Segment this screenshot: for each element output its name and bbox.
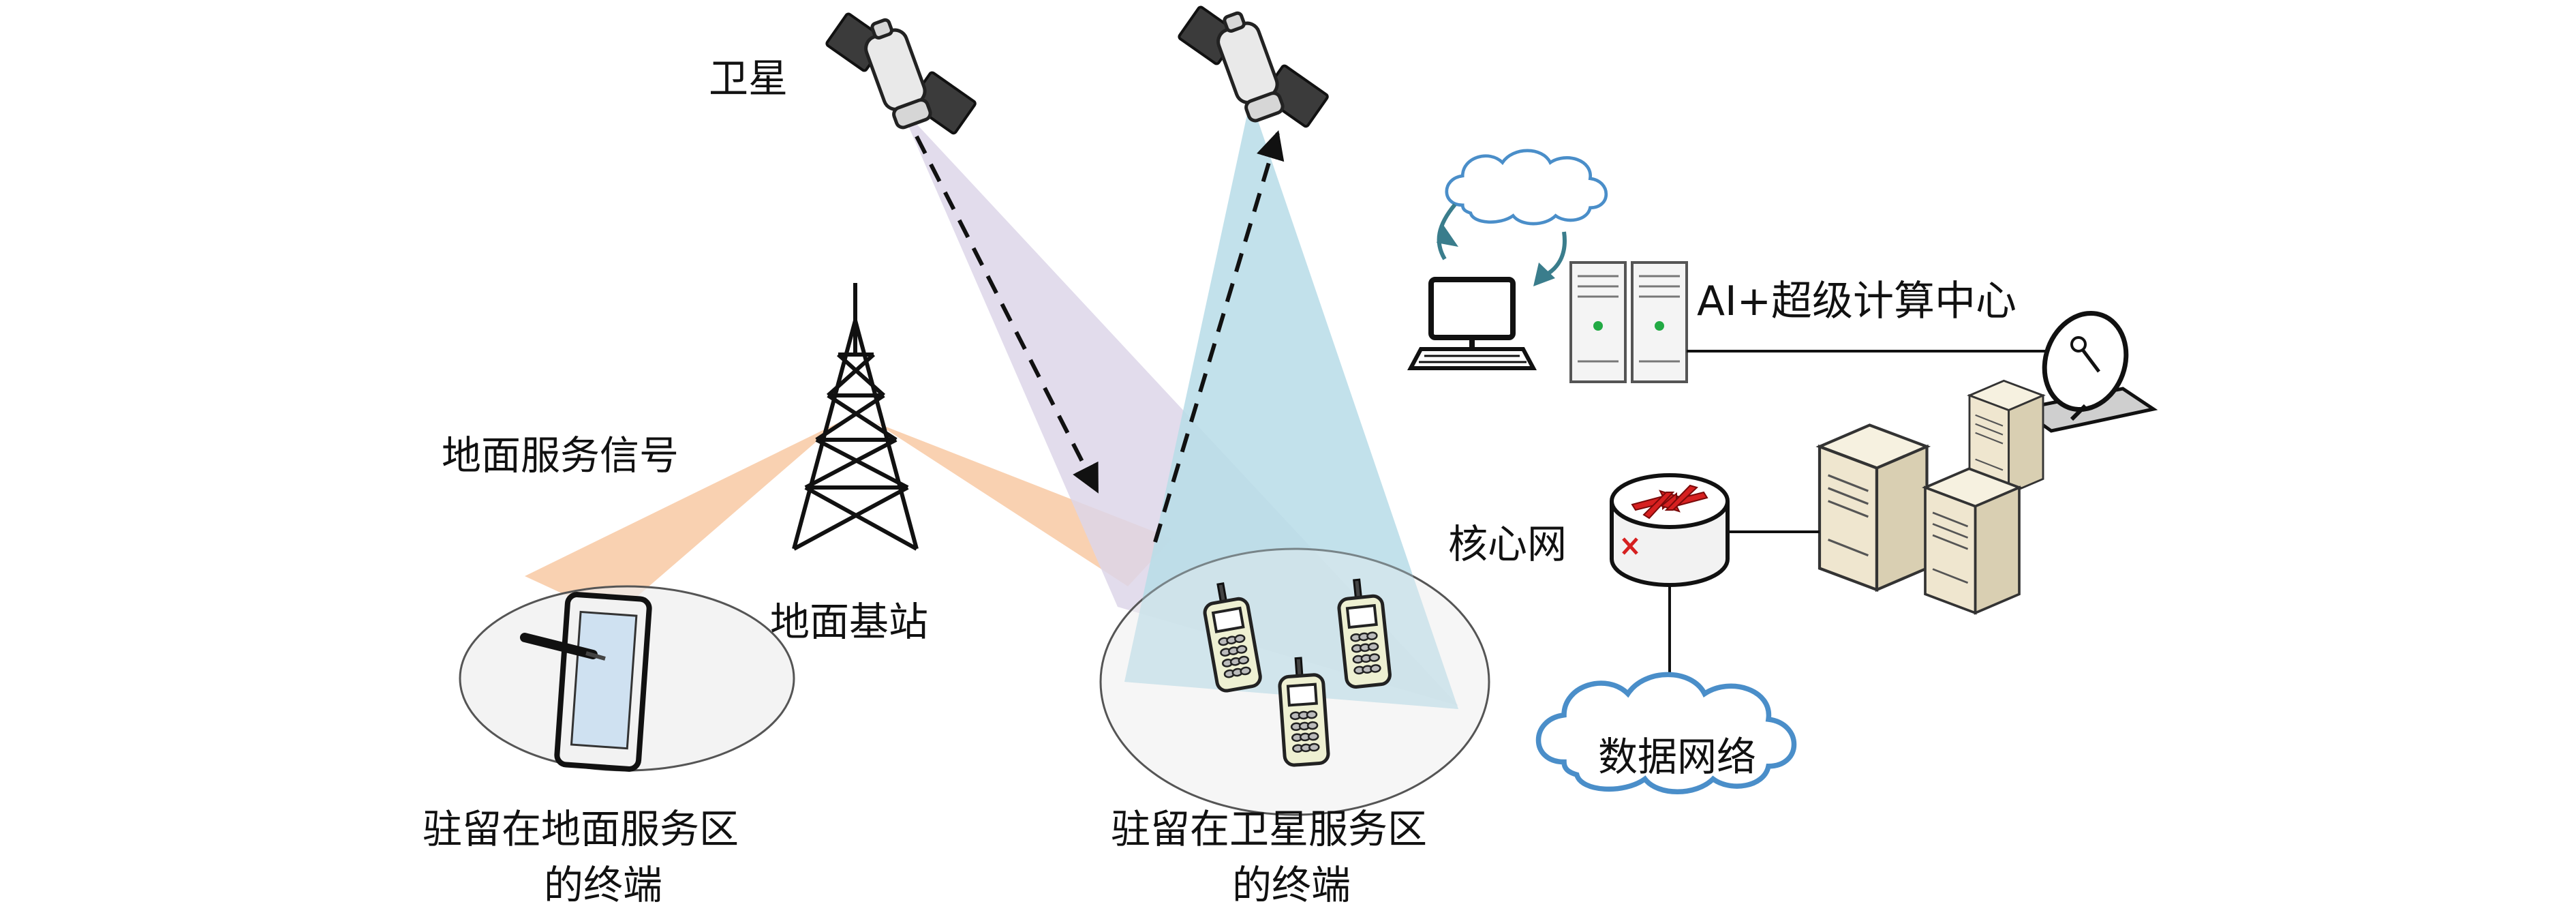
satellite-dish-icon: [2016, 310, 2158, 433]
uplink-arrow: [1153, 130, 1285, 543]
downlink-arrow: [915, 135, 1099, 494]
ground-beam-left: [525, 423, 838, 617]
server-icon: [1924, 467, 2021, 614]
base-station-tower-icon: [792, 283, 919, 551]
sat-area-label-line1: 驻留在卫星服务区: [1111, 806, 1427, 852]
server-rack-icon: [1569, 261, 1688, 383]
tablet-icon: [520, 592, 652, 772]
satellite-beam-blue: [1124, 99, 1458, 709]
ground-signal-label: 地面服务信号: [442, 432, 679, 479]
server-icon: [1820, 425, 1927, 590]
ground-area-label-line2: 的终端: [544, 862, 662, 908]
computer-monitor-icon: [1407, 277, 1537, 370]
ground-area-label-line1: 驻留在地面服务区: [423, 806, 739, 852]
satellite-icon: [1178, 6, 1329, 127]
data-network-label: 数据网络: [1598, 734, 1756, 780]
satellite-icon: [826, 13, 977, 134]
sync-arrow-icon: [1437, 203, 1457, 260]
core-network-label: 核心网: [1448, 521, 1567, 567]
sat-area-label-line2: 的终端: [1232, 862, 1351, 908]
ai-center-label: AI+超级计算中心: [1697, 278, 2017, 325]
satellite-label: 卫星: [709, 55, 788, 102]
cloud-icon: [1447, 151, 1606, 224]
router-icon: [1610, 473, 1730, 587]
base-station-label: 地面基站: [770, 599, 928, 645]
